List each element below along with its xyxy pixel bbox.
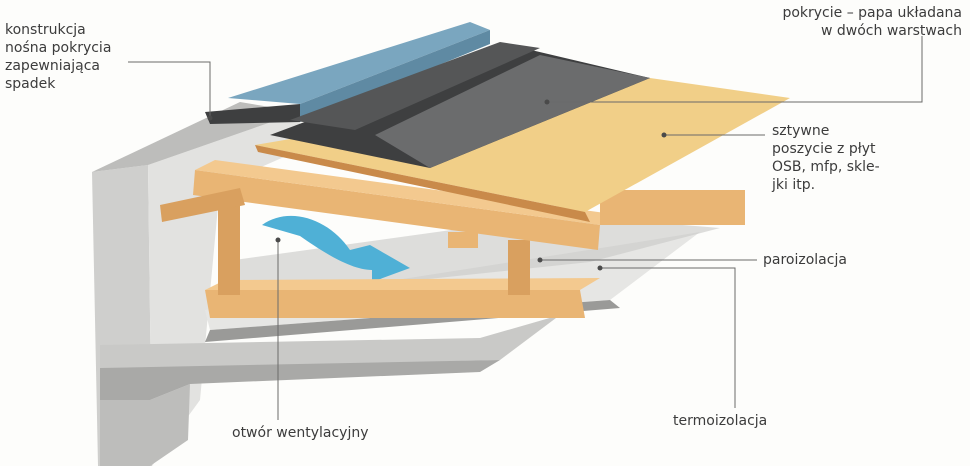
- leader-load-structure: [128, 61, 211, 118]
- slab-lower-beam: [100, 384, 190, 466]
- roofing-felt-right: [375, 55, 650, 168]
- label-roofing: pokrycie – papa układana w dwóch warstwa…: [782, 5, 962, 39]
- timber-beam-upper-front: [193, 170, 600, 250]
- leader-thermal-insulation-dot: [597, 265, 603, 271]
- timber-beam-upper-top: [195, 160, 620, 225]
- leader-roofing: [547, 36, 923, 103]
- metal-flashing: [228, 22, 490, 104]
- timber-block: [448, 232, 478, 248]
- ceiling-slab: [100, 315, 560, 368]
- osb-sheathing-edge: [255, 145, 590, 222]
- airflow-arrow-icon: [262, 215, 410, 282]
- osb-sheathing: [255, 78, 790, 212]
- timber-joist-right: [600, 190, 745, 225]
- leader-load-structure-dot: [207, 115, 213, 121]
- leader-vent-opening-dot: [275, 237, 281, 243]
- label-load-structure: konstrukcja nośna pokrycia zapewniająca …: [5, 22, 112, 92]
- roofing-felt-upper: [290, 42, 540, 130]
- timber-beam-lower-top: [205, 278, 600, 290]
- timber-post-middle: [508, 240, 530, 295]
- label-sheathing: sztywne poszycie z płyt OSB, mfp, skle- …: [772, 123, 880, 193]
- leader-thermal-insulation: [600, 267, 736, 408]
- flashing-edge: [205, 104, 300, 124]
- timber-beam-lower-front: [205, 290, 585, 318]
- leader-roofing-dot: [544, 99, 550, 105]
- leader-vapor-barrier-dot: [537, 257, 543, 263]
- label-thermal-insulation: termoizolacja: [673, 413, 768, 429]
- timber-post-left: [218, 200, 240, 295]
- label-vent-opening: otwór wentylacyjny: [232, 425, 369, 441]
- leader-sheathing-dot: [661, 132, 667, 138]
- ceiling-slab-underside: [100, 360, 500, 400]
- label-vapor-barrier: paroizolacja: [763, 252, 847, 268]
- timber-joist-side: [160, 188, 245, 222]
